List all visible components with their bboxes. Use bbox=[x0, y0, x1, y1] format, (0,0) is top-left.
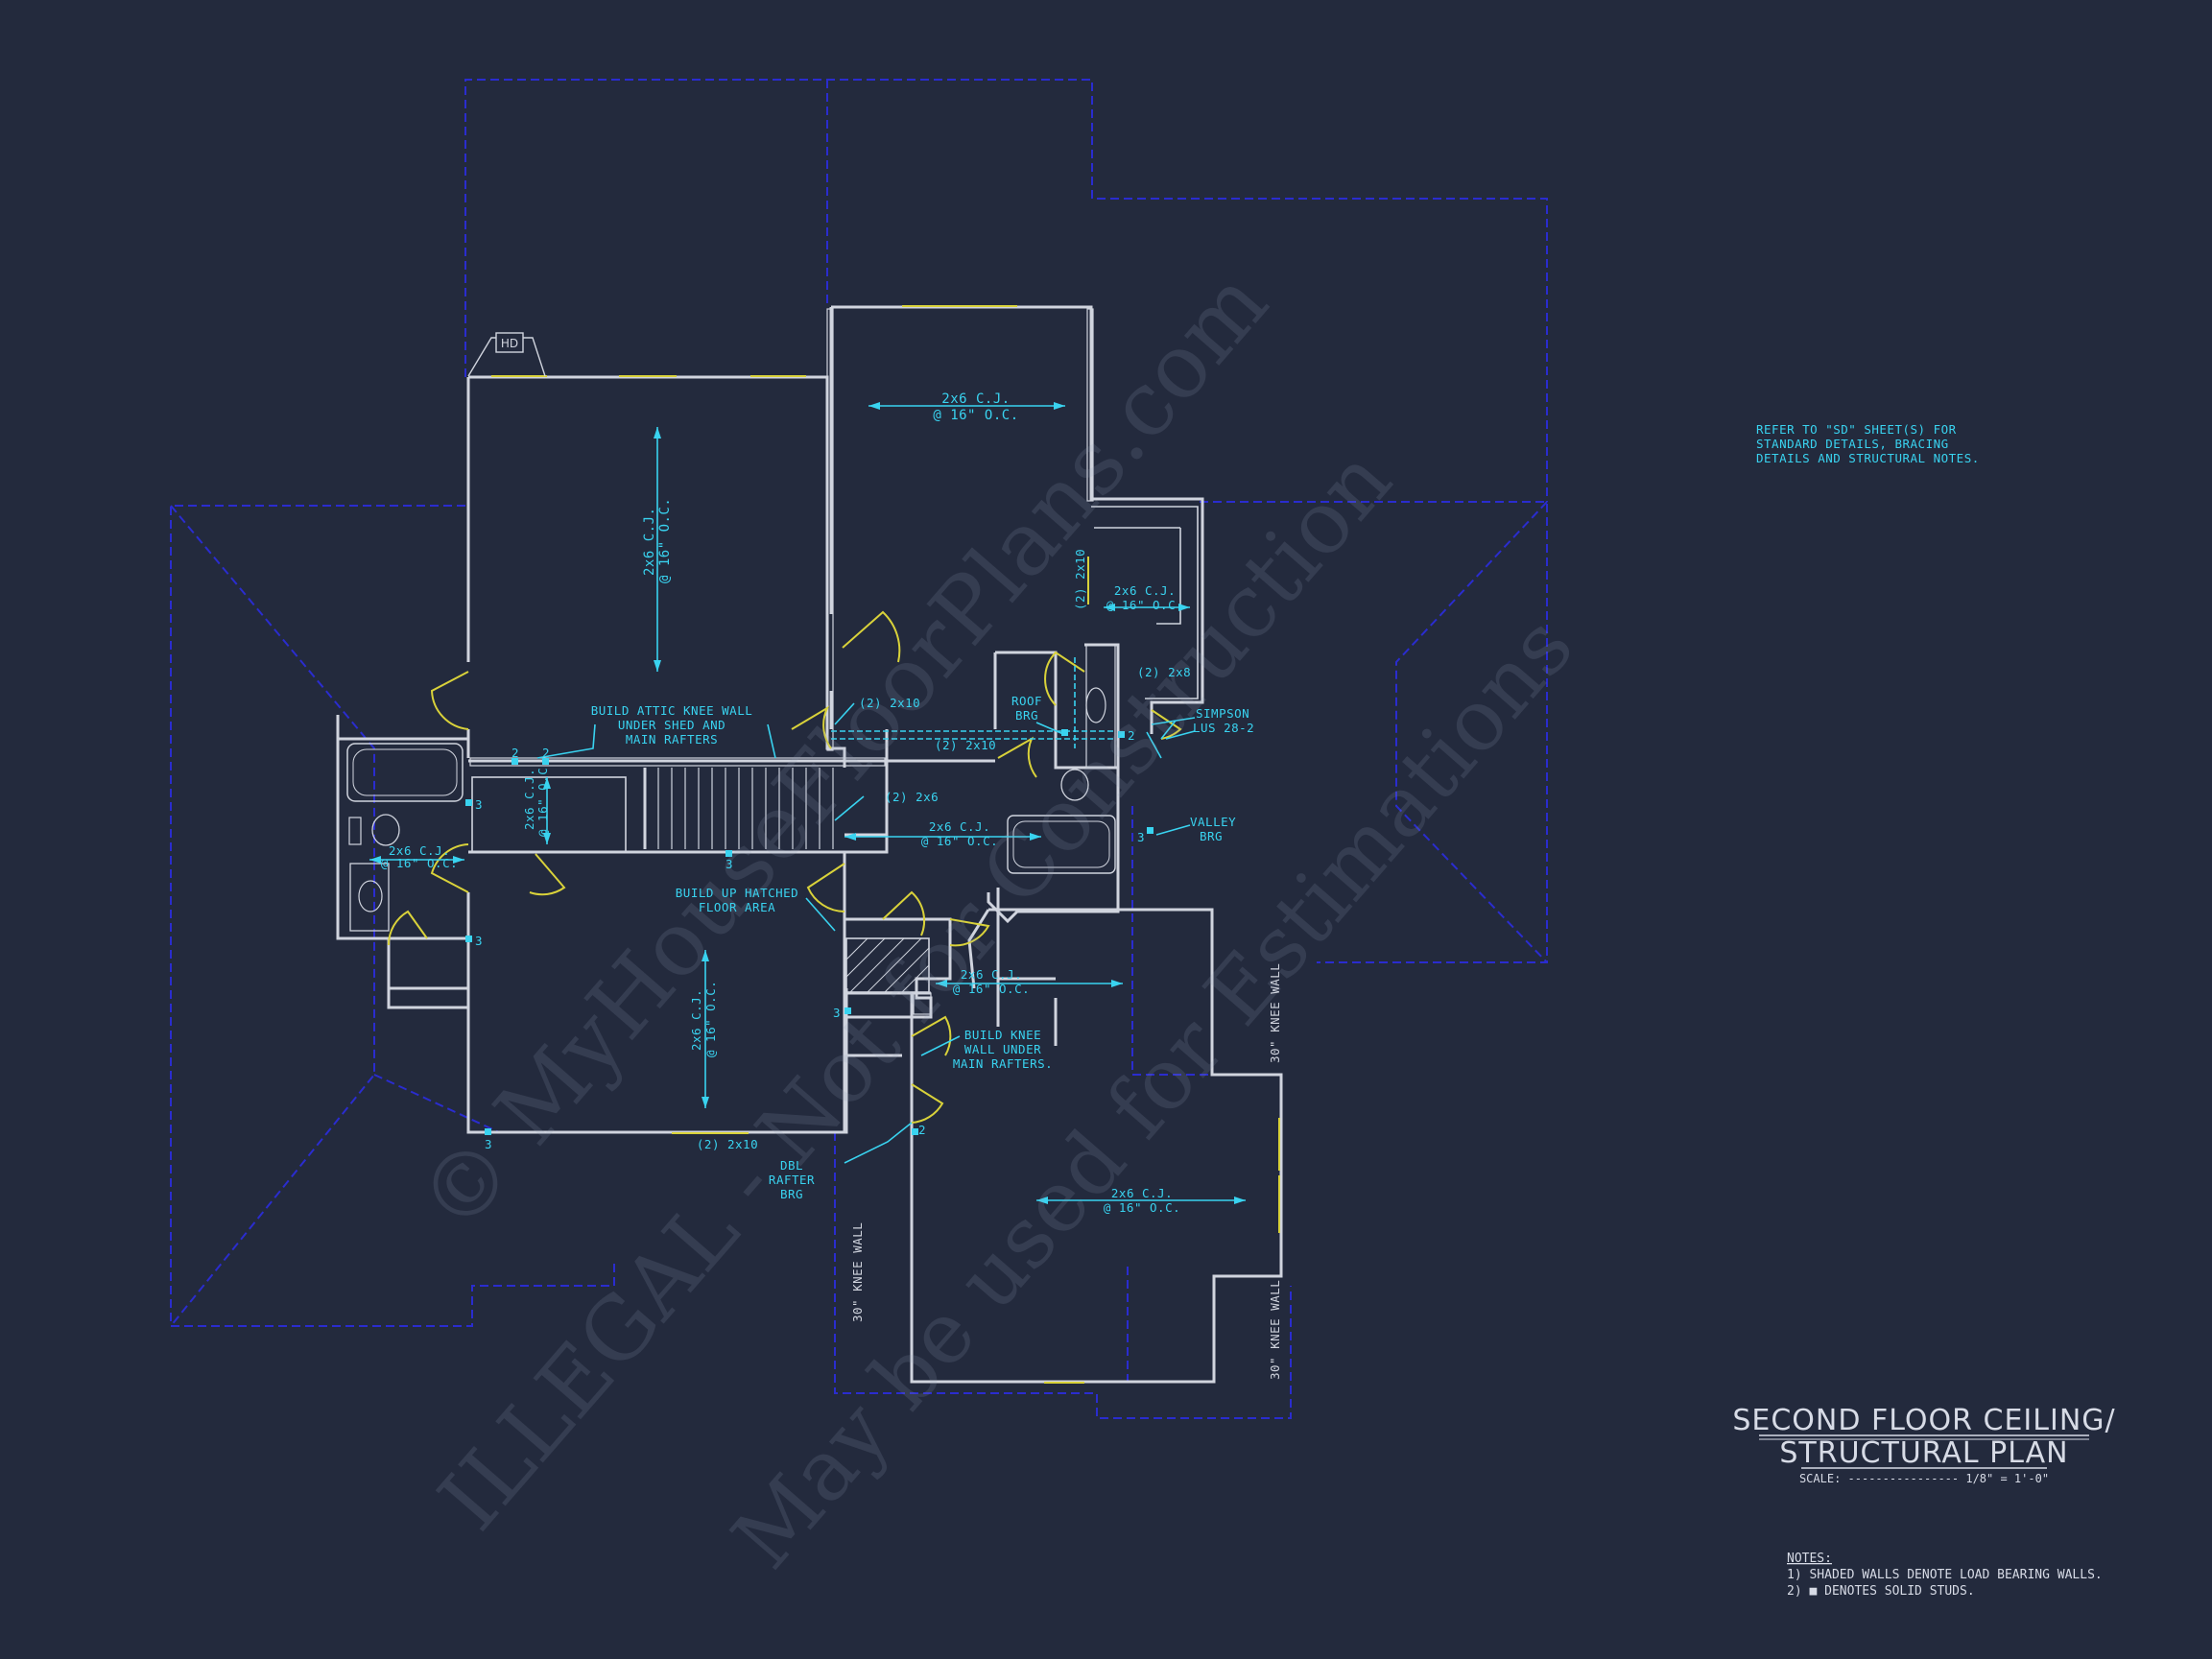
knee-wall-label-a: 30" KNEE WALL bbox=[850, 1222, 865, 1322]
hatched-note-2: FLOOR AREA bbox=[699, 900, 775, 914]
note-1: 1) SHADED WALLS DENOTE LOAD BEARING WALL… bbox=[1787, 1568, 2103, 1582]
stud-count-3f: 3 bbox=[833, 1006, 841, 1020]
refer-note-line-2: STANDARD DETAILS, BRACING bbox=[1756, 437, 1949, 451]
header-2x10-a: (2) 2x10 bbox=[859, 696, 920, 710]
refer-note-line-3: DETAILS AND STRUCTURAL NOTES. bbox=[1756, 451, 1980, 465]
title-block: SECOND FLOOR CEILING/ STRUCTURAL PLAN SC… bbox=[1732, 1404, 2115, 1485]
wall-closet-right bbox=[1091, 506, 1199, 699]
cj-left-room: 2x6 C.J. bbox=[642, 508, 657, 576]
solid-stud-markers bbox=[465, 729, 1154, 1135]
valley-2: BRG bbox=[1200, 829, 1223, 843]
hd-label: HD bbox=[501, 337, 518, 350]
oc-bath: @ 16" O.C. bbox=[381, 856, 458, 870]
notes-block: NOTES: 1) SHADED WALLS DENOTE LOAD BEARI… bbox=[1787, 1552, 2103, 1599]
roof-brg-2: BRG bbox=[1015, 708, 1038, 723]
dbl-rafter-1: DBL bbox=[780, 1158, 803, 1173]
stud-count-2c: 2 bbox=[1128, 728, 1135, 743]
cj-closet: 2x6 C.J. bbox=[522, 769, 536, 830]
refer-note: REFER TO "SD" SHEET(S) FOR STANDARD DETA… bbox=[1756, 422, 1980, 465]
toilet-center bbox=[1060, 769, 1089, 801]
cj-lower-right: 2x6 C.J. bbox=[1111, 1186, 1173, 1200]
dbl-rafter-3: BRG bbox=[780, 1187, 803, 1201]
dbl-rafter-2: RAFTER bbox=[769, 1173, 815, 1187]
hatched-floor-area bbox=[845, 937, 930, 993]
bathtub-center bbox=[1007, 815, 1116, 874]
stud-count-2b: 2 bbox=[542, 746, 550, 760]
simpson-2: LUS 28-2 bbox=[1193, 721, 1254, 735]
closet-left bbox=[471, 776, 627, 853]
wall-lower-right bbox=[910, 888, 1283, 1384]
cj-lower-left: 2x6 C.J. bbox=[689, 989, 703, 1051]
header-2x10-vertical: (2) 2x10 bbox=[1073, 549, 1087, 610]
cj-mid: 2x6 C.J. bbox=[961, 967, 1022, 982]
sink-center bbox=[1085, 687, 1106, 723]
header-2x10-b: (2) 2x10 bbox=[935, 738, 996, 752]
header-2x6: (2) 2x6 bbox=[885, 790, 939, 804]
stud-count-3b: 3 bbox=[475, 934, 483, 948]
cj-bath: 2x6 C.J. bbox=[389, 843, 450, 858]
wall-hallway bbox=[468, 759, 995, 854]
knee-note-3: MAIN RAFTERS. bbox=[953, 1056, 1053, 1071]
attic-note-3: MAIN RAFTERS bbox=[626, 732, 718, 747]
header-2x8: (2) 2x8 bbox=[1137, 665, 1191, 679]
wall-left-bath bbox=[336, 715, 468, 990]
bearing-wall-hatched bbox=[1086, 308, 1094, 502]
toilet-left bbox=[371, 814, 400, 846]
knee-wall-label-c: 30" KNEE WALL bbox=[1268, 1280, 1282, 1380]
notes-header: NOTES: bbox=[1787, 1552, 1832, 1566]
knee-wall-label-b: 30" KNEE WALL bbox=[1268, 963, 1282, 1063]
attic-knee-wall bbox=[469, 757, 886, 767]
oc-lower-left: @ 16" O.C. bbox=[703, 981, 718, 1057]
header-2x10-bottom: (2) 2x10 bbox=[697, 1137, 758, 1151]
simpson-1: SIMPSON bbox=[1196, 706, 1249, 721]
vanity-left bbox=[349, 863, 390, 932]
drawing-scale: SCALE: ---------------- 1/8" = 1'-0" bbox=[1799, 1472, 2049, 1485]
cj-top-room: 2x6 C.J. bbox=[941, 391, 1010, 407]
wall-top-bedroom bbox=[829, 305, 1204, 734]
hd-symbol: HD bbox=[467, 332, 546, 377]
stud-count-2d: 2 bbox=[918, 1123, 926, 1137]
knee-note-2: WALL UNDER bbox=[964, 1042, 1041, 1056]
hatched-note-1: BUILD UP HATCHED bbox=[676, 886, 798, 900]
annotation-arrows bbox=[369, 402, 1246, 1204]
stud-count-3d: 3 bbox=[485, 1137, 492, 1151]
refer-note-line-1: REFER TO "SD" SHEET(S) FOR bbox=[1756, 422, 1957, 437]
attic-note-2: UNDER SHED AND bbox=[618, 718, 725, 732]
watermark: © MyHouseFloorPlans.com ILLEGAL - Not fo… bbox=[399, 251, 1592, 1587]
cj-hall: 2x6 C.J. bbox=[929, 819, 990, 834]
knee-note-1: BUILD KNEE bbox=[964, 1028, 1041, 1042]
windows bbox=[491, 305, 1280, 1384]
walls bbox=[336, 305, 1283, 1384]
stud-count-3c: 3 bbox=[725, 857, 733, 871]
oc-lower-right: @ 16" O.C. bbox=[1104, 1200, 1180, 1215]
oc-left-room: @ 16" O.C. bbox=[657, 498, 673, 583]
drawing-title-line-2: STRUCTURAL PLAN bbox=[1779, 1436, 2068, 1470]
valley-1: VALLEY bbox=[1190, 815, 1236, 829]
oc-hall: @ 16" O.C. bbox=[921, 834, 998, 848]
wall-left-notch bbox=[387, 936, 468, 1009]
cj-small-right: 2x6 C.J. bbox=[1114, 583, 1176, 598]
stud-count-2a: 2 bbox=[511, 746, 519, 760]
bearing-wall-hatched bbox=[826, 308, 834, 751]
door-swings bbox=[387, 610, 1182, 1124]
stair-treads bbox=[657, 768, 834, 849]
oc-mid: @ 16" O.C. bbox=[953, 982, 1030, 996]
drawing-title-line-1: SECOND FLOOR CEILING/ bbox=[1732, 1404, 2115, 1437]
attic-note-1: BUILD ATTIC KNEE WALL bbox=[591, 703, 753, 718]
oc-closet: @ 16" O.C. bbox=[535, 760, 550, 837]
annotation-labels: 2x6 C.J. @ 16" O.C. 2x6 C.J. @ 16" O.C. … bbox=[381, 391, 1282, 1380]
stud-count-3e: 3 bbox=[1137, 830, 1145, 844]
note-2: 2) ■ DENOTES SOLID STUDS. bbox=[1787, 1584, 1975, 1599]
roof-brg-1: ROOF bbox=[1011, 694, 1042, 708]
stud-count-3a: 3 bbox=[475, 797, 483, 812]
oc-top-room: @ 16" O.C. bbox=[933, 408, 1018, 423]
bathtub-left bbox=[346, 743, 464, 802]
oc-small-right: @ 16" O.C. bbox=[1106, 598, 1183, 612]
